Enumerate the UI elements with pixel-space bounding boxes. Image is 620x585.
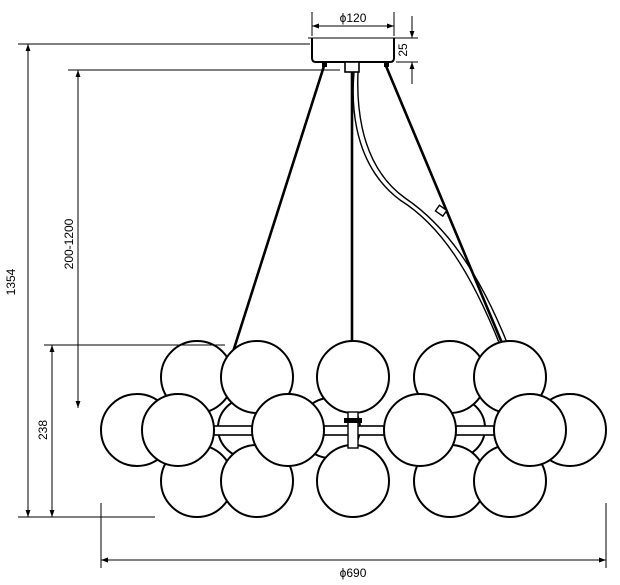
globe [141,393,215,467]
dim-drop-range: 200-1200 [62,69,340,408]
center-hub [347,411,359,449]
dim-overall-diameter: ϕ690 [100,503,607,580]
label-canopy-height: 25 [396,43,410,57]
label-body-height: 238 [36,420,50,440]
dim-body-height: 238 [36,344,225,517]
dim-canopy-diameter: ϕ120 [311,11,395,36]
label-overall-diameter: ϕ690 [340,566,367,580]
dim-total-height: 1354 [4,43,310,518]
suspension-wires [230,65,509,356]
label-drop-range: 200-1200 [62,218,76,269]
globe [316,444,390,518]
globe [316,340,390,414]
globe [251,393,325,467]
globe-cluster [100,340,607,518]
globe [383,393,457,467]
label-total-height: 1354 [4,268,18,295]
label-canopy-diameter: ϕ120 [340,11,367,25]
globe [493,393,567,467]
dim-canopy-height: 25 [396,16,418,84]
ceiling-canopy [308,37,398,73]
